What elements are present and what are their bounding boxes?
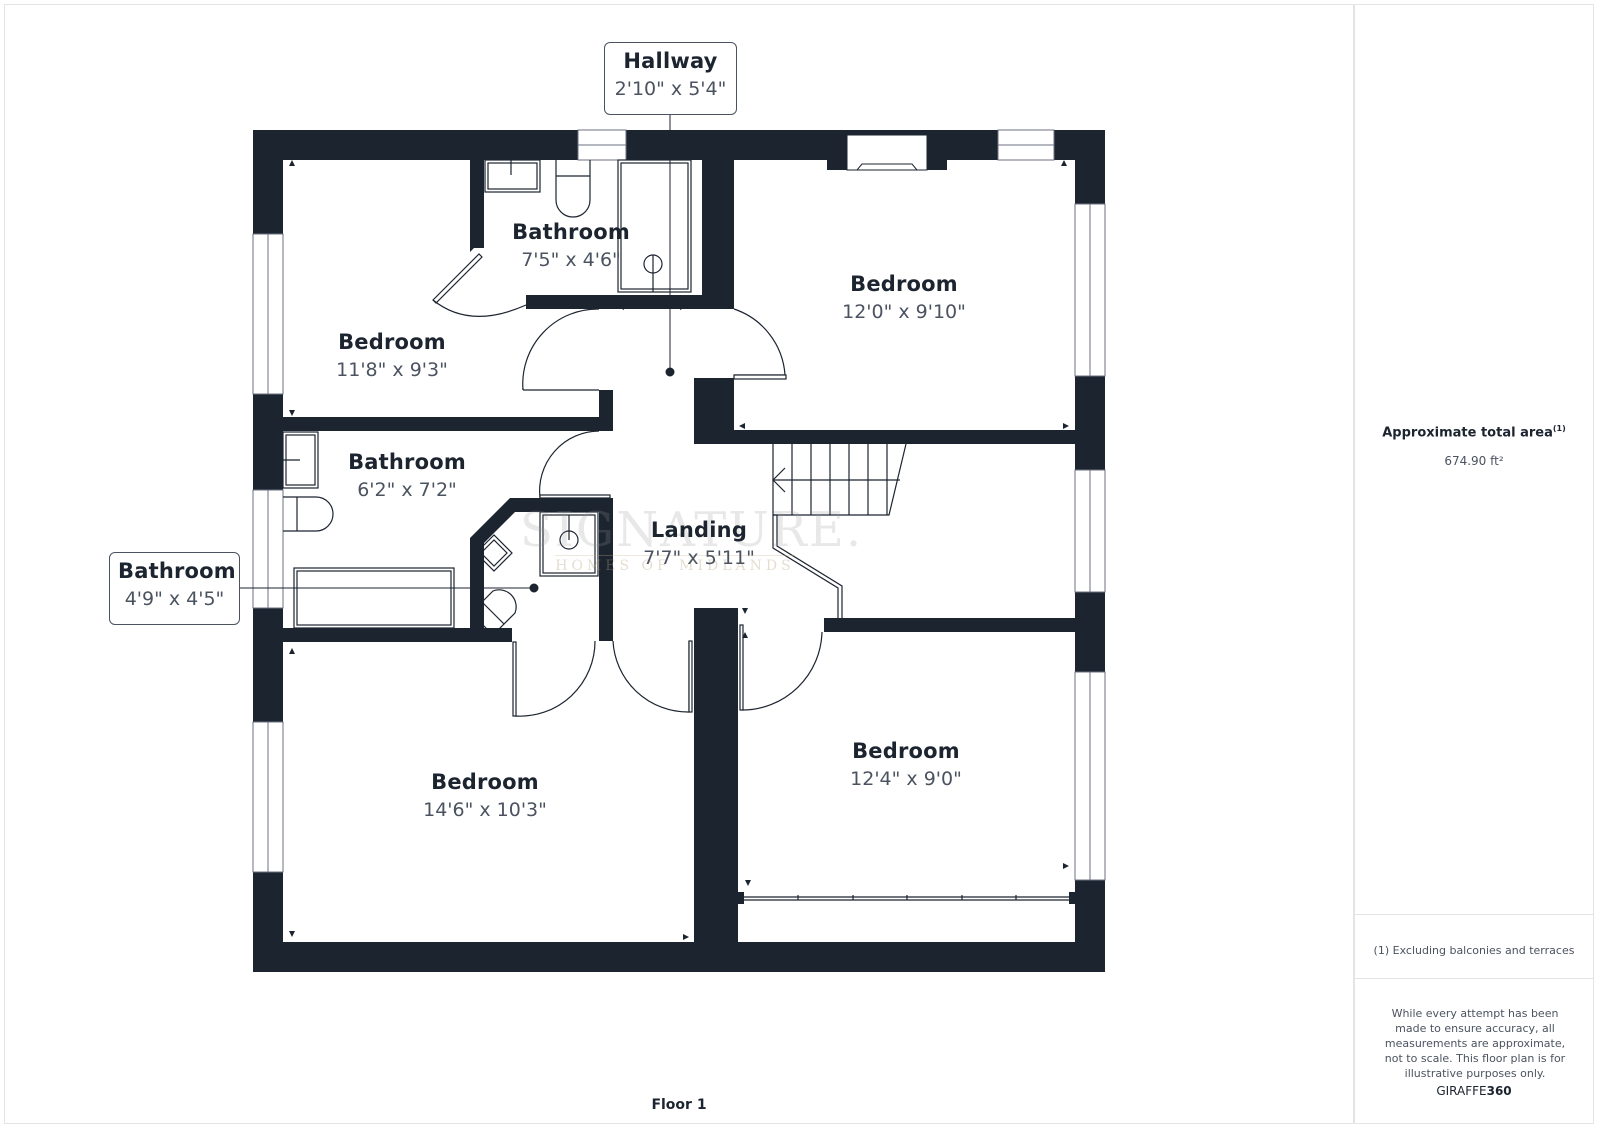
page-frame	[4, 4, 1594, 1124]
room-dims: 4'9" x 4'5"	[124, 588, 225, 610]
fixtures	[282, 159, 692, 636]
brand-logo: GIRAFFE360	[1355, 1084, 1593, 1098]
side-divider-top	[1355, 914, 1593, 915]
area-footnote: (1) Excluding balconies and terraces	[1373, 944, 1575, 957]
staircase	[772, 443, 907, 618]
walls	[253, 130, 1105, 972]
doors	[432, 253, 823, 717]
disclaimer: While every attempt has been made to ens…	[1384, 1007, 1566, 1080]
floor-plan-drawing	[240, 115, 1106, 972]
room-callout-hallway[interactable]: Hallway 2'10" x 5'4"	[604, 42, 737, 115]
brand-bold: 360	[1486, 1084, 1512, 1098]
callout-leaders	[240, 115, 675, 593]
measurement-markers	[289, 160, 1069, 940]
room-dims: 2'10" x 5'4"	[614, 78, 727, 100]
room-name: Hallway	[623, 49, 718, 73]
area-footnote-marker: (1)	[1552, 424, 1566, 433]
side-divider-bottom	[1355, 978, 1593, 979]
chimney-breast	[827, 134, 947, 171]
brand-light: GIRAFFE	[1436, 1084, 1487, 1098]
info-side-panel: Approximate total area(1) 674.90 ft² (1)…	[1353, 4, 1593, 1124]
area-title-text: Approximate total area	[1382, 425, 1553, 441]
room-name: Bathroom	[118, 559, 236, 583]
room-callout-bathroom-small[interactable]: Bathroom 4'9" x 4'5"	[109, 552, 240, 625]
windows	[252, 129, 1106, 881]
floor-label: Floor 1	[651, 1097, 707, 1113]
area-value: 674.90 ft²	[1444, 454, 1504, 468]
area-title: Approximate total area(1)	[1355, 424, 1593, 440]
wardrobe	[744, 895, 1069, 901]
